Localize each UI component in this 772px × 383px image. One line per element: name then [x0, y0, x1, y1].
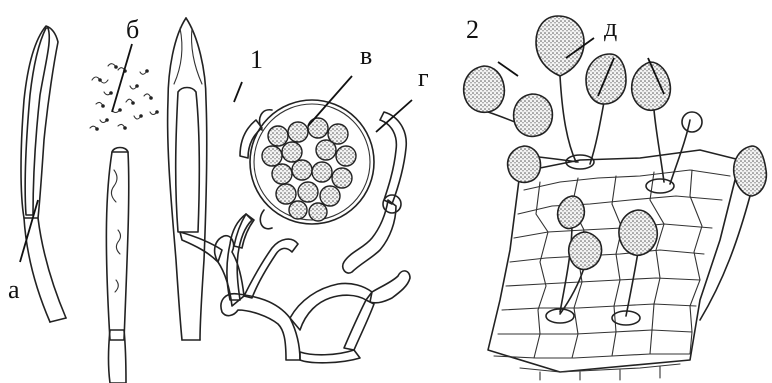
label-d: д: [604, 13, 617, 42]
label-figure-2: 2: [466, 15, 479, 44]
label-g: г: [418, 63, 429, 92]
zoospores-b: [90, 64, 159, 383]
label-a: а: [8, 275, 20, 304]
label-figure-1: 1: [250, 45, 263, 74]
oogonium-1: [180, 100, 410, 363]
label-b: б: [126, 15, 139, 44]
sporangium-tall: [168, 18, 207, 340]
zoosporangium-a: [21, 26, 66, 322]
label-v: в: [360, 41, 372, 70]
